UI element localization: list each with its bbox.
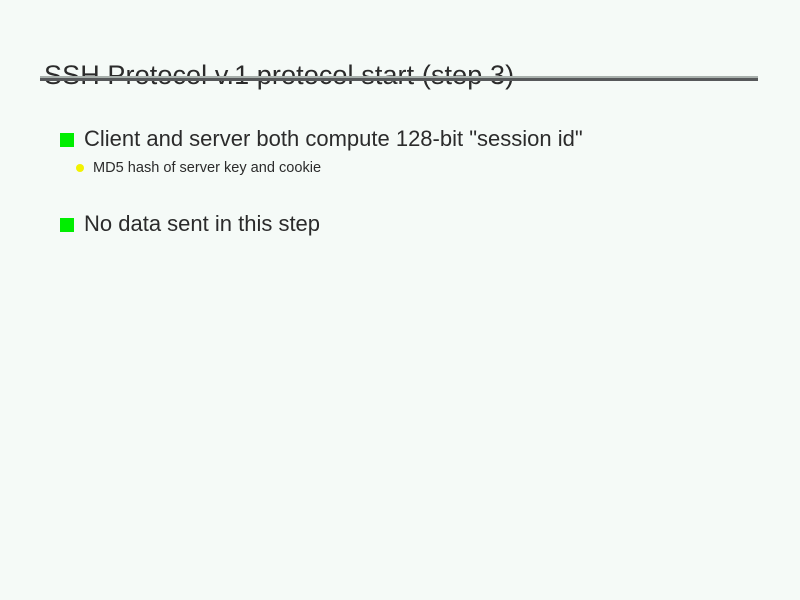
bullet-item-level2: MD5 hash of server key and cookie bbox=[76, 157, 328, 178]
rule-highlight-band bbox=[40, 76, 758, 78]
title-divider-rule bbox=[40, 76, 758, 81]
green-square-bullet-icon bbox=[60, 133, 74, 147]
green-square-bullet-icon bbox=[60, 218, 74, 232]
bullet-item-level1: Client and server both compute 128-bit "… bbox=[60, 124, 583, 154]
slide-title: SSH Protocol v.1 protocol start (step 3) bbox=[44, 59, 514, 91]
bullet-item-level1: No data sent in this step bbox=[60, 209, 320, 239]
yellow-dot-bullet-icon bbox=[76, 164, 84, 172]
bullet-item-label: MD5 hash of server key and cookie bbox=[93, 159, 322, 176]
bullet-item-label: No data sent in this step bbox=[84, 211, 321, 236]
bullet-item-label: Client and server both compute 128-bit "… bbox=[84, 126, 583, 151]
rule-shadow-band bbox=[40, 78, 758, 81]
